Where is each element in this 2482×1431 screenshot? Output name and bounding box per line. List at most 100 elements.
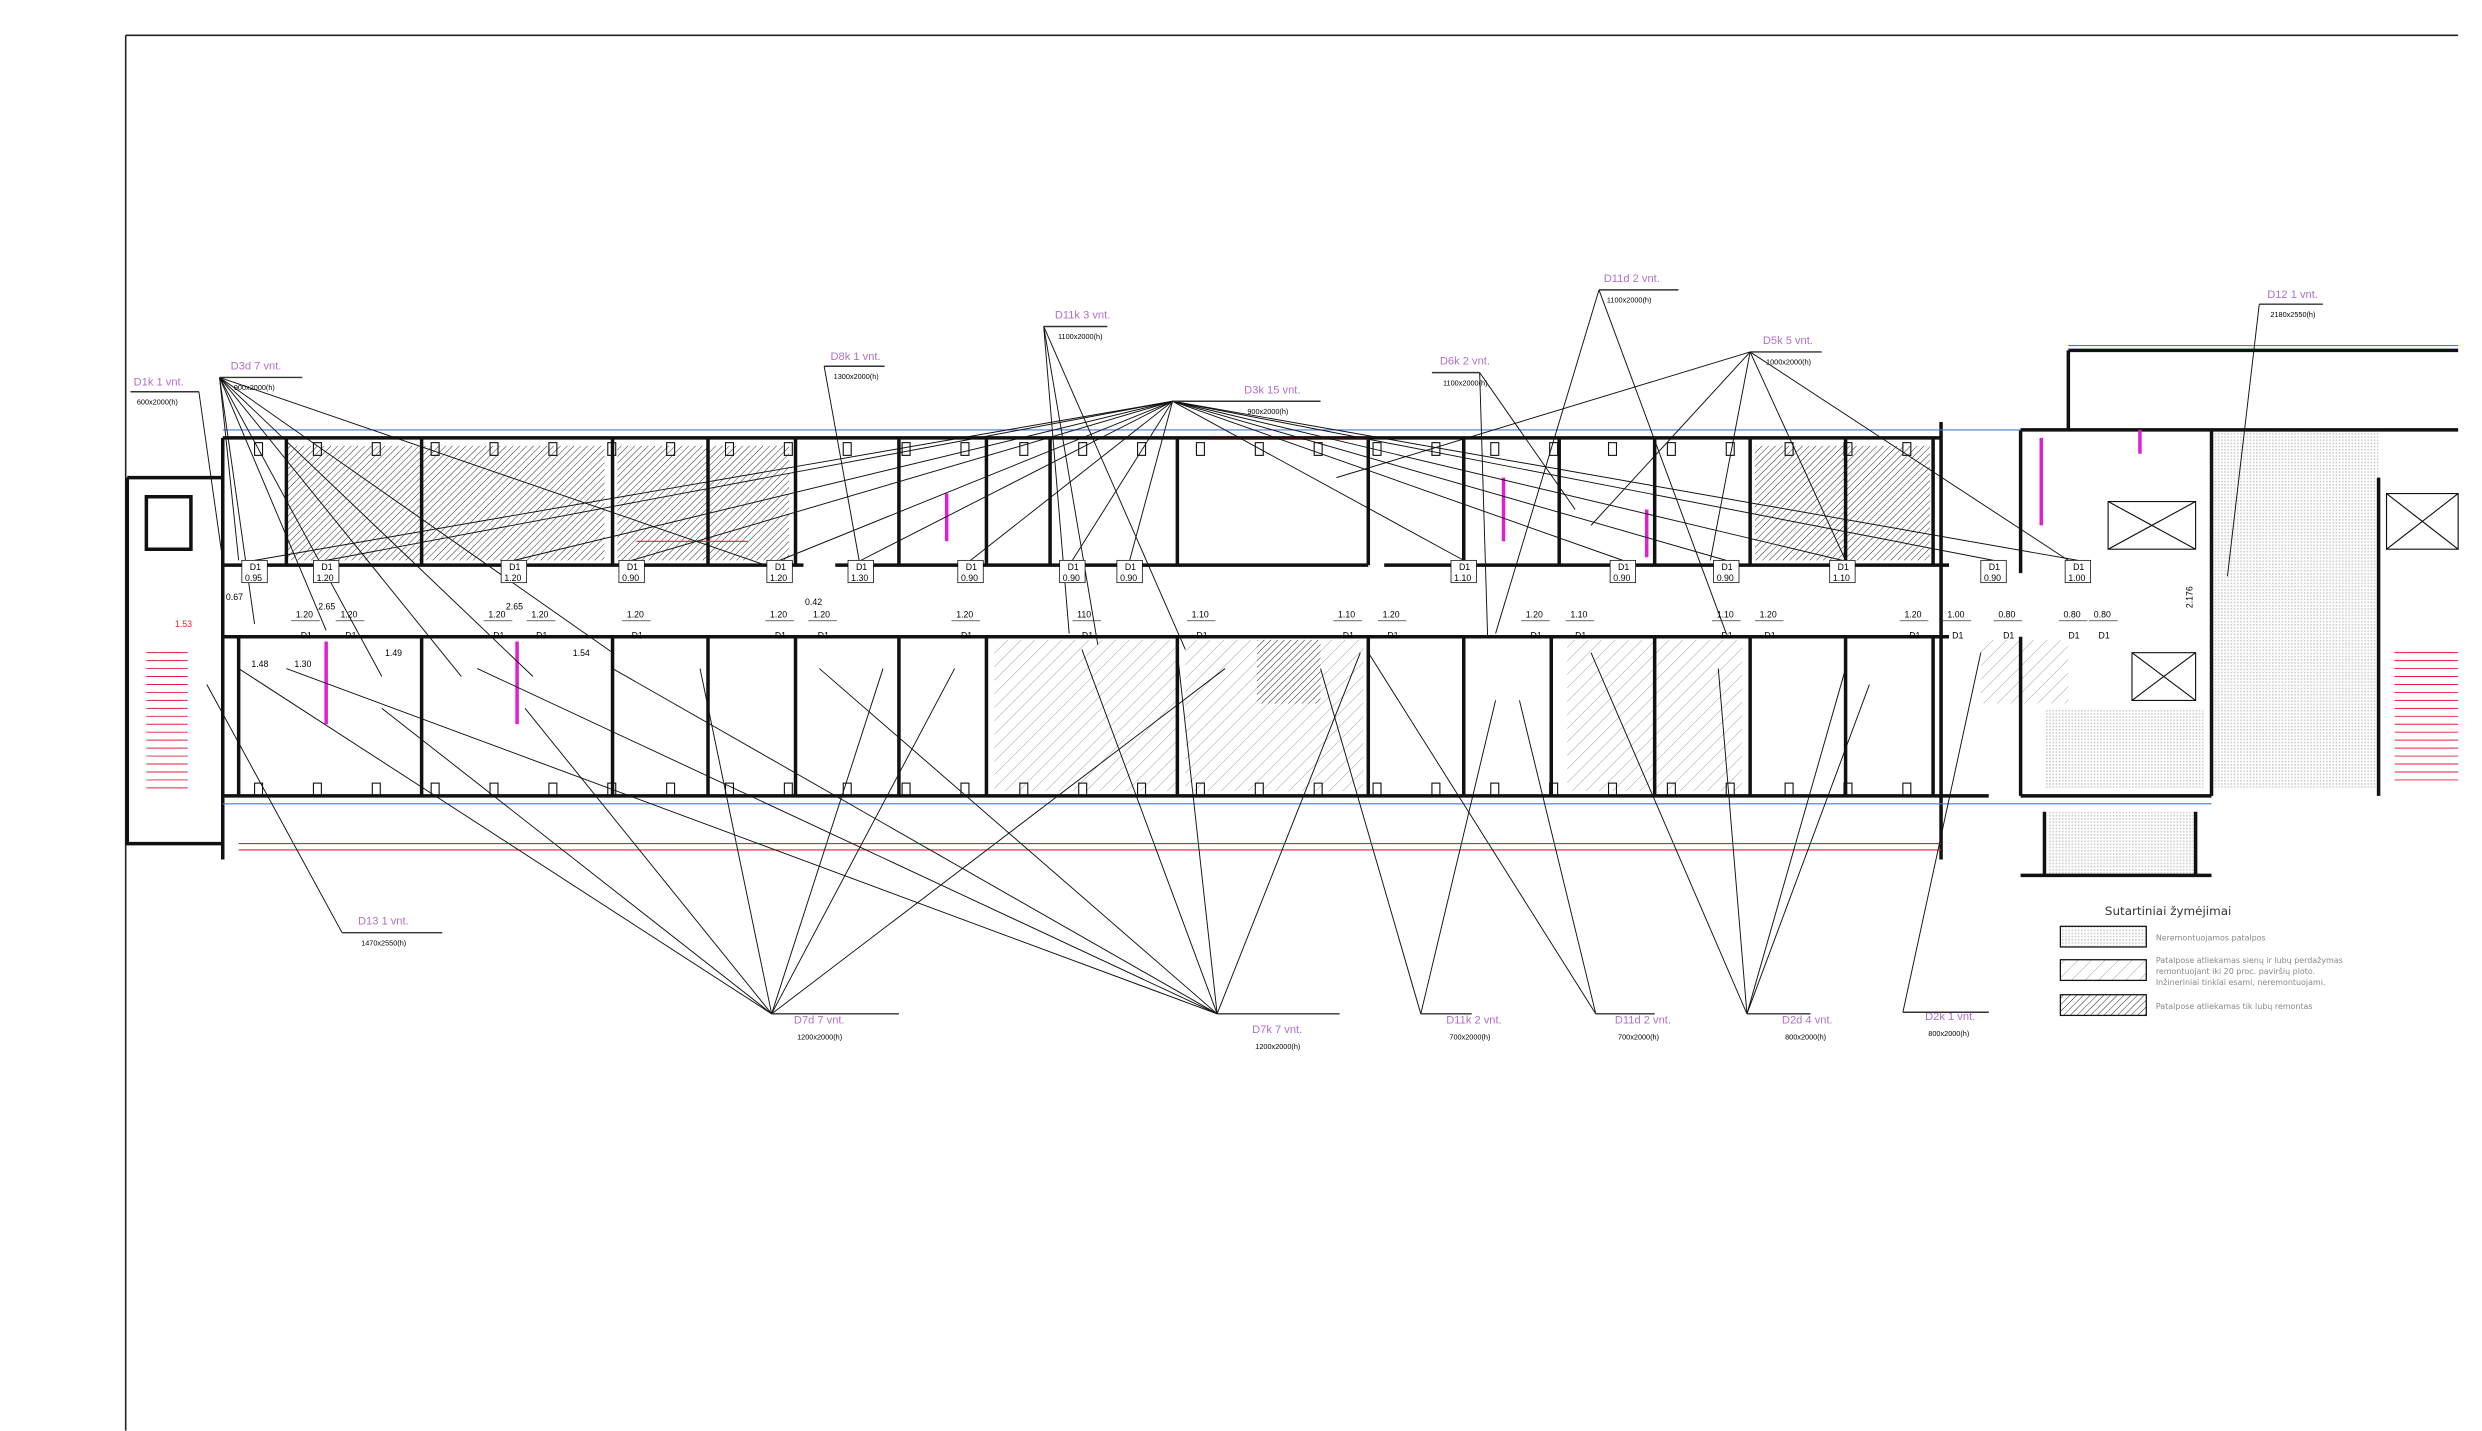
door-size: 700x2000(h): [1618, 1032, 1659, 1041]
door-tag: D10.90: [1609, 559, 1636, 583]
door-tag: D11.00: [2064, 559, 2092, 583]
door-type-count: D8k 1 vnt.: [831, 351, 881, 363]
door-size: 1200x2000(h): [797, 1032, 842, 1041]
leader-line: [286, 668, 1218, 1015]
door-width: 1.10: [1570, 610, 1587, 620]
door-type-count: D13 1 vnt.: [358, 916, 409, 928]
door-label-d8k: D8k 1 vnt.1300x2000(h): [824, 351, 885, 381]
door-tag: D10.90: [1980, 559, 2007, 583]
door-width: 1.20: [531, 610, 548, 620]
leader-line: [1902, 652, 1982, 1013]
leader-line: [219, 377, 462, 677]
dimension-value: 1.48: [251, 659, 268, 669]
legend: Sutartiniai žymėjimai Neremontuojamos pa…: [2059, 904, 2343, 1017]
dimension-value: 1.54: [573, 648, 590, 658]
door-width: 1.20: [813, 610, 830, 620]
leader-line: [1172, 400, 2078, 561]
door-type-count: D5k 5 vnt.: [1763, 335, 1813, 347]
door-label-d11k-bot: D11k 2 vnt.700x2000(h): [1420, 1013, 1502, 1041]
door-tag: D10.90: [957, 559, 984, 583]
leader-line: [219, 377, 613, 654]
door-label-d2k: D2k 1 vnt. 800x2000(h): [1902, 1011, 1989, 1038]
leader-line: [819, 668, 1218, 1015]
leader-line: [771, 668, 956, 1015]
door-code: D1: [856, 562, 867, 572]
door-width: 1.20: [956, 610, 973, 620]
door-width: 1.20: [1760, 610, 1777, 620]
leader-line: [771, 668, 1226, 1015]
leader-line: [1709, 351, 1751, 561]
door-tag: D11.20: [766, 559, 793, 583]
door-code: D1: [775, 562, 786, 572]
door-size: 900x2000(h): [234, 383, 275, 392]
door-code: D1: [1721, 562, 1732, 572]
door-label-d7k: D7k 7 vnt.1200x2000(h): [1217, 1013, 1340, 1051]
leader-line: [1320, 668, 1422, 1014]
leader-line: [1479, 372, 1489, 637]
leader-line: [238, 668, 772, 1015]
dimension-value: 2.65: [318, 602, 335, 612]
legend-title: Sutartiniai žymėjimai: [2105, 904, 2231, 918]
dimension-value: 1.30: [294, 659, 311, 669]
door-label-d2d: D2d 4 vnt.800x2000(h): [1746, 1013, 1833, 1041]
door-width: 0.80: [2094, 610, 2111, 620]
door-width: 1.10: [1192, 610, 1209, 620]
door-size: 2180x2550(h): [2270, 310, 2315, 319]
leader-line: [860, 400, 1173, 561]
door-code: D1: [493, 630, 504, 640]
door-size: 1100x2000(h): [1058, 332, 1103, 341]
door-code: D1: [961, 630, 972, 640]
door-type-count: D2k 1 vnt.: [1925, 1011, 1975, 1023]
door-width: 1.00: [1947, 610, 1964, 620]
door-code: D1: [2068, 630, 2079, 640]
leader-line: [1420, 700, 1497, 1014]
door-width: 1.20: [627, 610, 644, 620]
leader-line: [1172, 400, 1464, 561]
dimension-value: 0.67: [226, 592, 243, 602]
leader-line: [1172, 400, 1843, 561]
leader-line: [1746, 668, 1847, 1014]
leader-line: [970, 400, 1173, 561]
door-type-count: D6k 2 vnt.: [1440, 356, 1490, 368]
door-code: D1: [321, 562, 332, 572]
door-size: 1100x2000(h): [1443, 378, 1488, 387]
door-width: 1.20: [770, 610, 787, 620]
door-width: 0.90: [1984, 573, 2001, 583]
door-size: 800x2000(h): [1785, 1032, 1826, 1041]
door-label-d11d-top: D11d 2 vnt.1100x2000(h): [1598, 273, 1679, 305]
door-code: D1: [2099, 630, 2110, 640]
leader-line: [1043, 326, 1186, 650]
walls: [125, 348, 2459, 878]
legend-text: remontuojant iki 20 proc. paviršių ploto…: [2156, 966, 2315, 976]
door-tag: D10.90: [1713, 559, 1740, 583]
door-code: D1: [2073, 562, 2084, 572]
leader-line: [1717, 668, 1748, 1014]
dimension-value: 1.49: [385, 648, 402, 658]
door-width: 0.80: [1998, 610, 2015, 620]
leader-line: [513, 400, 1173, 561]
leader-line: [198, 391, 224, 561]
door-code: D1: [1575, 630, 1586, 640]
door-code: D1: [536, 630, 547, 640]
door-width: 1.20: [317, 573, 334, 583]
door-size: 1470x2550(h): [361, 938, 406, 947]
leader-line: [1367, 652, 1597, 1015]
leader-line: [1749, 351, 2069, 561]
leader-line: [1479, 372, 1576, 510]
door-code: D1: [509, 562, 520, 572]
door-size: 800x2000(h): [1928, 1029, 1969, 1038]
leader-line: [254, 400, 1173, 561]
door-type-count: D1k 1 vnt.: [134, 376, 184, 388]
leader-line: [206, 684, 343, 933]
staircase: [146, 652, 2459, 789]
legend-swatch-ceiling-repair: [2059, 994, 2147, 1017]
door-width: 0.90: [1613, 573, 1630, 583]
